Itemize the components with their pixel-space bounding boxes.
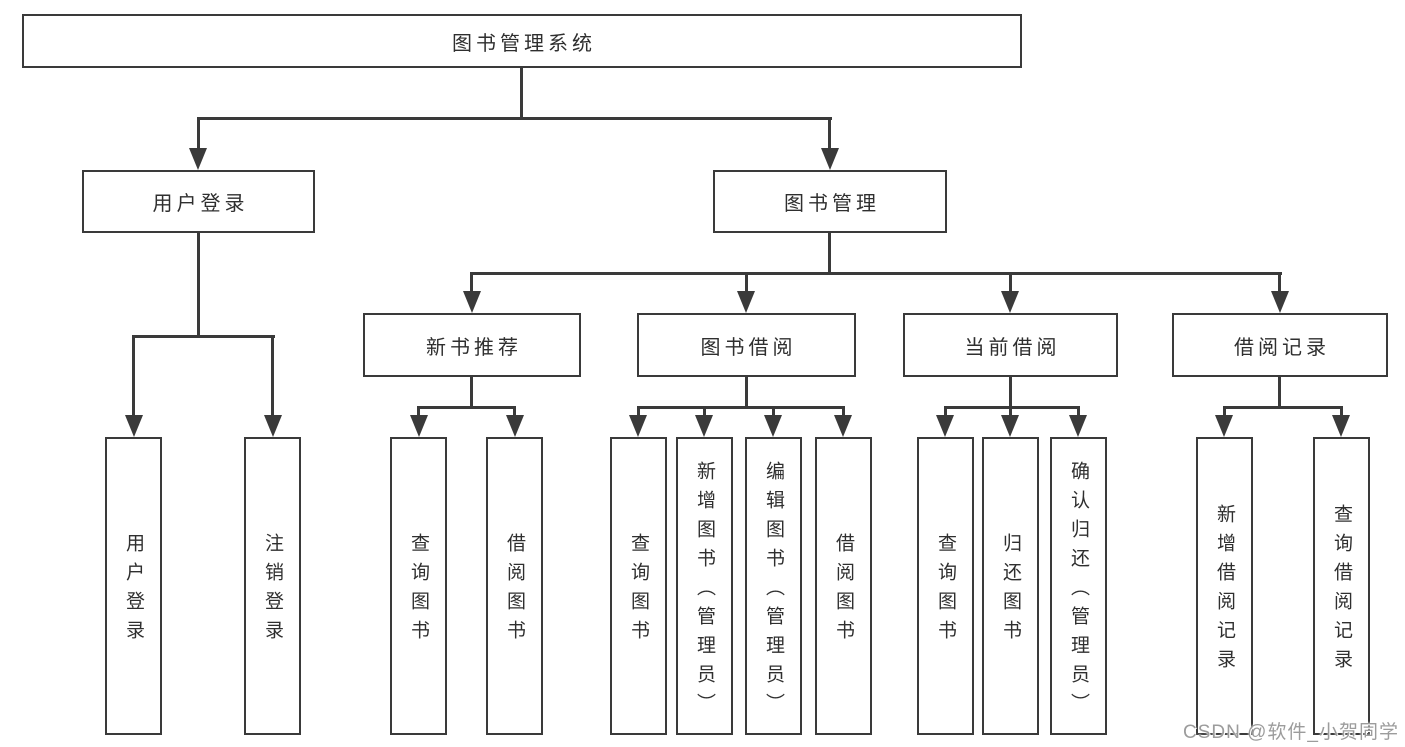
connector-line (417, 406, 516, 409)
watermark: CSDN @软件_小贺同学 (1183, 722, 1399, 743)
connector-line (745, 377, 748, 408)
connector-line (271, 335, 274, 417)
arrowhead-down-icon (189, 148, 207, 170)
arrowhead-down-icon (695, 415, 713, 437)
leaf-confirm-return-admin: 确认归还（管理员） (1050, 437, 1107, 735)
connector-line (513, 406, 516, 418)
connector-line (1223, 406, 1226, 418)
leaf-return-books: 归还图书 (982, 437, 1039, 735)
connector-line (703, 406, 706, 418)
arrowhead-down-icon (125, 415, 143, 437)
node-label: 图书管理 (784, 193, 880, 215)
node-label: 图书管理系统 (452, 32, 596, 55)
connector-line (944, 406, 1080, 409)
connector-line (470, 377, 473, 408)
node-borrowing-records: 借阅记录 (1172, 313, 1388, 377)
connector-line (132, 335, 275, 338)
connector-line (772, 406, 775, 418)
leaf-current-query-books: 查询图书 (917, 437, 974, 735)
arrowhead-down-icon (737, 291, 755, 313)
leaf-label: 新增借阅记录 (1214, 504, 1235, 678)
node-user-login: 用户登录 (82, 170, 315, 233)
connector-line (417, 406, 420, 418)
node-book-borrowing: 图书借阅 (637, 313, 856, 377)
connector-line (197, 117, 200, 150)
arrowhead-down-icon (1271, 291, 1289, 313)
arrowhead-down-icon (1332, 415, 1350, 437)
connector-line (520, 68, 523, 120)
leaf-label: 查询图书 (628, 533, 649, 649)
node-label: 借阅记录 (1234, 336, 1330, 359)
connector-line (1009, 377, 1012, 408)
connector-line (842, 406, 845, 418)
node-book-management: 图书管理 (713, 170, 947, 233)
leaf-label: 查询图书 (408, 533, 429, 649)
leaf-borrowing-query-books: 查询图书 (610, 437, 667, 735)
connector-line (197, 233, 200, 337)
arrowhead-down-icon (410, 415, 428, 437)
connector-line (637, 406, 845, 409)
leaf-label: 借阅图书 (504, 533, 525, 649)
arrowhead-down-icon (821, 148, 839, 170)
leaf-label: 归还图书 (1000, 533, 1021, 649)
leaf-user-login: 用户登录 (105, 437, 162, 735)
connector-line (1278, 272, 1281, 293)
leaf-label: 借阅图书 (833, 533, 854, 649)
arrowhead-down-icon (834, 415, 852, 437)
leaf-borrow-books: 借阅图书 (815, 437, 872, 735)
leaf-add-books-admin: 新增图书（管理员） (676, 437, 733, 735)
connector-line (132, 335, 135, 417)
node-library-management-system: 图书管理系统 (22, 14, 1022, 68)
connector-line (828, 233, 831, 274)
arrowhead-down-icon (264, 415, 282, 437)
arrowhead-down-icon (1001, 415, 1019, 437)
arrowhead-down-icon (1069, 415, 1087, 437)
arrowhead-down-icon (764, 415, 782, 437)
connector-line (1223, 406, 1343, 409)
node-label: 用户登录 (152, 193, 249, 215)
leaf-label: 查询借阅记录 (1331, 504, 1352, 678)
node-new-book-recommendation: 新书推荐 (363, 313, 581, 377)
connector-line (944, 406, 947, 418)
arrowhead-down-icon (936, 415, 954, 437)
connector-line (1009, 272, 1012, 293)
leaf-label: 确认归还（管理员） (1068, 460, 1089, 722)
arrowhead-down-icon (463, 291, 481, 313)
leaf-label: 用户登录 (123, 533, 144, 649)
leaf-query-borrow-record: 查询借阅记录 (1313, 437, 1370, 735)
leaf-add-borrow-record: 新增借阅记录 (1196, 437, 1253, 735)
connector-line (197, 117, 832, 120)
arrowhead-down-icon (629, 415, 647, 437)
connector-line (745, 272, 748, 293)
leaf-label: 注销登录 (262, 533, 283, 649)
leaf-label: 查询图书 (935, 533, 956, 649)
connector-line (1077, 406, 1080, 418)
connector-line (1009, 406, 1012, 418)
connector-line (1340, 406, 1343, 418)
connector-line (828, 117, 831, 150)
node-current-borrowing: 当前借阅 (903, 313, 1118, 377)
leaf-newbooks-query-books: 查询图书 (390, 437, 447, 735)
leaf-logout: 注销登录 (244, 437, 301, 735)
connector-line (1278, 377, 1281, 408)
node-label: 当前借阅 (964, 336, 1061, 359)
leaf-edit-books-admin: 编辑图书（管理员） (745, 437, 802, 735)
leaf-label: 编辑图书（管理员） (763, 460, 784, 722)
node-label: 图书借阅 (700, 336, 797, 359)
leaf-newbooks-borrow-books: 借阅图书 (486, 437, 543, 735)
arrowhead-down-icon (506, 415, 524, 437)
arrowhead-down-icon (1001, 291, 1019, 313)
connector-line (637, 406, 640, 418)
arrowhead-down-icon (1215, 415, 1233, 437)
connector-line (470, 272, 473, 293)
connector-line (470, 272, 1282, 275)
leaf-label: 新增图书（管理员） (694, 460, 715, 722)
node-label: 新书推荐 (426, 336, 522, 359)
